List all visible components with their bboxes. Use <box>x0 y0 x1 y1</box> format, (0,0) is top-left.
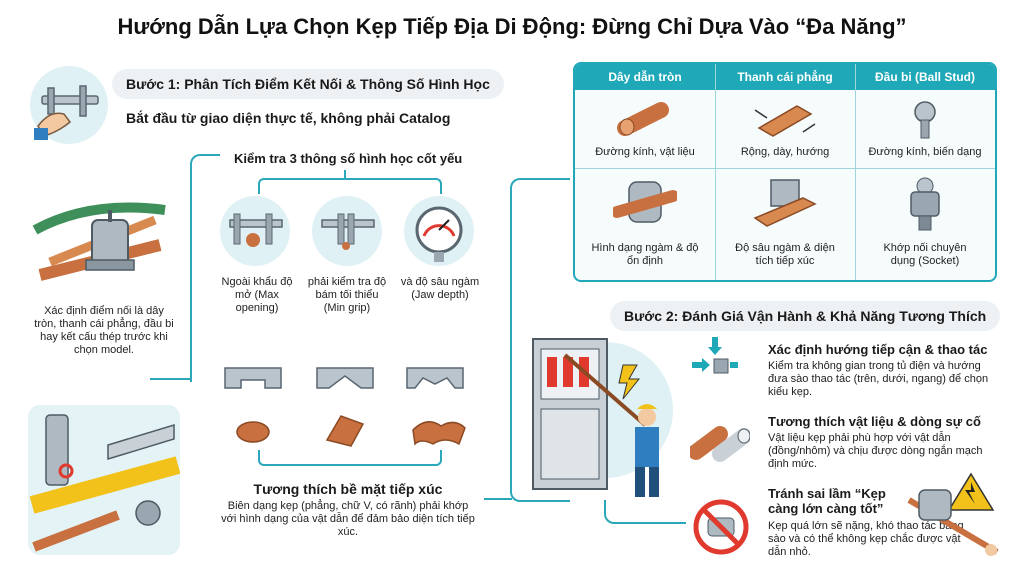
geometry-brace-tick <box>344 170 348 178</box>
param-label-min-grip: phải kiểm tra độ bám tối thiểu (Min grip… <box>307 276 387 314</box>
surface-title: Tương thích bề mặt tiếp xúc <box>253 481 443 497</box>
oversized-clamp-warning-icon <box>907 472 999 556</box>
step1-subheading: Bắt đầu từ giao diện thực tế, không phải… <box>126 110 451 126</box>
switchgear-worker-illustration <box>525 325 675 505</box>
caliper-illustration <box>30 66 108 144</box>
step2-item3-text: Kẹp quá lớn sẽ nặng, khó thao tác bằng s… <box>768 520 964 558</box>
table-header-ball-stud: Đầu bi (Ball Stud) <box>855 64 995 90</box>
table-header-round-conductor: Dây dẫn tròn <box>575 64 715 90</box>
step1-connector-bottom <box>150 378 192 382</box>
round-clamp-icon <box>613 181 677 223</box>
flat-busbar-row2: Độ sâu ngàm & diện tích tiếp xúc <box>735 242 835 267</box>
step2-item2-title: Tương thích vật liệu & dòng sự cố <box>768 414 981 429</box>
step2-item3-title: Tránh sai lầm “Kẹp càng lớn càng tốt” <box>768 486 886 516</box>
table-connector <box>510 178 570 502</box>
max-opening-circle <box>220 196 290 266</box>
step2-item1-text: Kiểm tra không gian trong tủ điện và hướ… <box>768 360 989 398</box>
jaw-profile-icons <box>224 367 466 447</box>
geometry-brace <box>258 178 442 194</box>
table-connector-return <box>484 498 512 502</box>
switchgear-worker-icon <box>532 338 673 497</box>
identify-text: Xác định điểm nối là dây tròn, thanh cái… <box>34 305 174 356</box>
jaw-depth-circle <box>404 196 474 266</box>
flat-busbar-row1: Rộng, dày, hướng <box>740 146 830 158</box>
busbar-clamp-icon <box>753 179 817 227</box>
caliper-grip-icon <box>321 213 375 250</box>
min-grip-circle <box>312 196 382 266</box>
param-label-jaw-depth: và độ sâu ngàm (Jaw depth) <box>400 276 480 301</box>
table-row-divider <box>575 168 995 169</box>
geometry-title: Kiểm tra 3 thông số hình học cốt yếu <box>234 151 463 166</box>
ball-stud-icon <box>914 101 936 139</box>
step2-heading: Bước 2: Đánh Giá Vận Hành & Khả Năng Tươ… <box>610 301 1001 331</box>
ball-stud-row2: Khớp nối chuyên dụng (Socket) <box>883 242 967 267</box>
ball-stud-row1: Đường kính, biến dạng <box>868 146 982 158</box>
socket-clamp-icon <box>910 177 940 231</box>
step2-item1-title: Xác định hướng tiếp cận & thao tác <box>768 342 988 357</box>
step2-item2-text: Vật liệu kẹp phải phù hợp với vật dẫn (đ… <box>768 432 983 470</box>
round-conductor-row1: Đường kính, vật liệu <box>595 146 695 158</box>
step1-connector <box>190 154 220 382</box>
copper-aluminum-icon <box>690 426 750 462</box>
page-title: Hướng Dẫn Lựa Chọn Kẹp Tiếp Địa Di Động:… <box>117 14 907 39</box>
caliper-hand-icon <box>34 85 99 140</box>
table-divider <box>715 64 716 280</box>
param-label-max-opening: Ngoài khẩu độ mở (Max opening) <box>221 276 293 314</box>
clamp-on-conductor-illustration <box>30 190 170 295</box>
step1-heading: Bước 1: Phân Tích Điểm Kết Nối & Thông S… <box>112 69 504 99</box>
round-conductor-icon <box>617 102 669 136</box>
surface-text: Biên dạng kẹp (phẳng, chữ V, có rãnh) ph… <box>221 500 475 538</box>
round-conductor-row2: Hình dạng ngàm & độ ổn định <box>591 242 699 267</box>
jaw-profiles-illustration <box>215 360 485 460</box>
flat-busbar-icon <box>754 105 816 137</box>
table-header-flat-busbar: Thanh cái phẳng <box>715 64 855 90</box>
conductor-type-table: Dây dẫn tròn Thanh cái phẳng Đầu bi (Bal… <box>573 62 997 282</box>
conductor-types-icon <box>29 414 181 552</box>
approach-direction-icon <box>692 337 738 374</box>
conductor-types-illustration <box>28 405 181 555</box>
gauge-icon <box>415 206 463 262</box>
caliper-open-icon <box>229 213 283 247</box>
table-divider <box>855 64 856 280</box>
clamp-on-bar-icon <box>32 202 166 281</box>
prohibited-oversized-clamp-icon <box>693 499 749 555</box>
step2-connector <box>604 500 686 524</box>
surface-brace <box>258 450 442 466</box>
